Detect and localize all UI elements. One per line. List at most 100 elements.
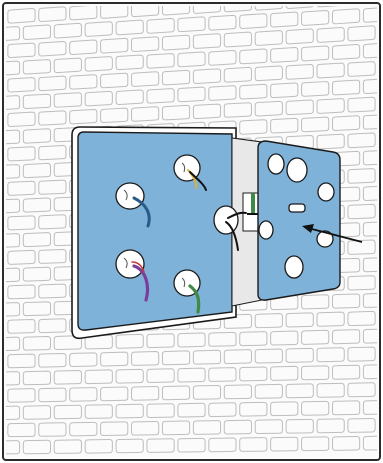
brick (193, 34, 220, 49)
brick (85, 440, 112, 454)
brick (193, 385, 220, 399)
brick (162, 35, 189, 50)
brick (8, 112, 35, 126)
brick (178, 17, 205, 32)
brick (39, 145, 66, 159)
brick (39, 423, 66, 437)
brick (255, 31, 282, 46)
brick (101, 352, 128, 366)
brick (85, 22, 112, 37)
brick (209, 15, 236, 30)
brick (286, 65, 313, 80)
cover-hole (268, 154, 284, 174)
brick (317, 134, 344, 149)
brick (39, 388, 66, 402)
brick (162, 386, 189, 400)
brick (23, 129, 50, 143)
brick (101, 73, 128, 87)
brick (8, 147, 35, 161)
brick (193, 421, 220, 435)
brick (39, 215, 66, 229)
brick (39, 180, 66, 194)
brick (286, 313, 313, 327)
brick (70, 388, 97, 402)
brick (54, 405, 81, 419)
brick (101, 387, 128, 401)
brick (224, 420, 251, 434)
brick (193, 69, 220, 84)
left-wall-plate (78, 132, 232, 330)
brick (240, 84, 267, 99)
brick (39, 284, 66, 298)
brick (271, 12, 298, 27)
brick (8, 181, 35, 195)
brick (132, 37, 159, 52)
brick (8, 78, 35, 92)
brick (255, 420, 282, 434)
brick (70, 40, 97, 55)
brick (348, 204, 375, 218)
brick (240, 49, 267, 64)
brick (209, 438, 236, 452)
brick (23, 233, 50, 247)
brick (162, 105, 189, 119)
brick (255, 101, 282, 116)
brick (132, 421, 159, 435)
brick (317, 419, 344, 433)
brick (132, 352, 159, 366)
brick (302, 366, 329, 380)
brick (271, 83, 298, 98)
brick (348, 347, 375, 361)
brick (209, 403, 236, 417)
brick (271, 118, 298, 133)
brick (8, 320, 35, 334)
brick (39, 353, 66, 367)
brick (209, 51, 236, 66)
brick (116, 439, 143, 453)
brick (116, 369, 143, 383)
brick (348, 62, 375, 77)
brick (23, 94, 50, 108)
brick (332, 80, 359, 95)
brick (23, 25, 50, 40)
brick (54, 58, 81, 72)
brick (23, 406, 50, 420)
brick (85, 57, 112, 72)
brick (162, 351, 189, 365)
brick (85, 91, 112, 105)
brick (23, 198, 50, 212)
brick (240, 332, 267, 346)
brick (54, 23, 81, 38)
brick (39, 249, 66, 263)
brick (240, 438, 267, 452)
brick (193, 350, 220, 364)
brick (332, 330, 359, 344)
brick (132, 387, 159, 401)
brick (147, 89, 174, 104)
brick (271, 48, 298, 63)
brick (224, 32, 251, 47)
brick (101, 422, 128, 436)
brick (23, 267, 50, 281)
brick (39, 111, 66, 125)
brick (286, 100, 313, 115)
brick (286, 384, 313, 398)
brick (8, 423, 35, 436)
brick (70, 109, 97, 123)
brick (39, 7, 66, 22)
brick (348, 133, 375, 148)
brick (162, 421, 189, 435)
brick (302, 82, 329, 97)
brick (302, 46, 329, 61)
brick (332, 116, 359, 131)
brick (317, 99, 344, 114)
brick (54, 440, 81, 453)
brick (23, 440, 50, 453)
brick (317, 63, 344, 78)
brick (70, 422, 97, 436)
brick (54, 370, 81, 384)
brick (39, 76, 66, 90)
brick (147, 19, 174, 34)
brick (8, 389, 35, 403)
